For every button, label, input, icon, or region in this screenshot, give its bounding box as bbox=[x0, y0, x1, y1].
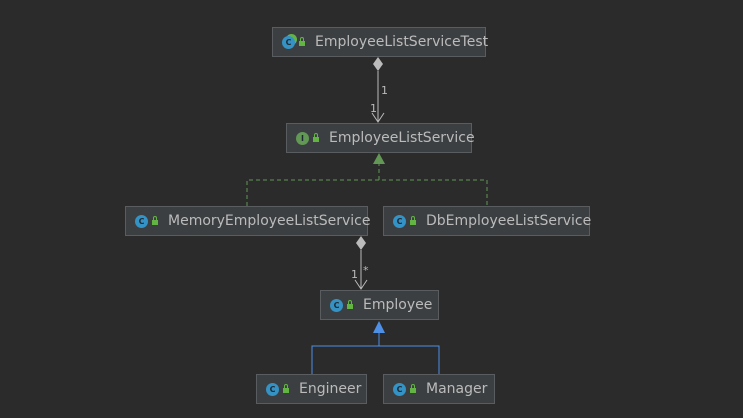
public-visibility-icon bbox=[313, 132, 319, 142]
arrowhead-employee bbox=[354, 279, 368, 290]
class-icon: C bbox=[266, 382, 279, 396]
public-visibility-icon bbox=[152, 215, 158, 225]
class-icon: C bbox=[330, 298, 343, 312]
multiplicity-employee-side: * bbox=[363, 264, 369, 277]
public-visibility-icon bbox=[410, 215, 416, 225]
public-visibility-icon bbox=[283, 383, 289, 393]
public-visibility-icon bbox=[299, 36, 305, 46]
multiplicity-test-side: 1 bbox=[381, 84, 388, 97]
class-icon: C bbox=[135, 214, 148, 228]
realization-arrowhead bbox=[373, 153, 385, 164]
class-node-label: Manager bbox=[426, 381, 488, 397]
public-visibility-icon bbox=[347, 299, 353, 309]
class-node-employee[interactable]: C Employee bbox=[320, 290, 439, 320]
inheritance-line bbox=[311, 345, 440, 374]
realization-line-memory bbox=[246, 179, 488, 206]
class-node-label: EmployeeListService bbox=[329, 130, 475, 146]
class-node-label: DbEmployeeListService bbox=[426, 213, 592, 229]
class-node-employee-list-service[interactable]: I EmployeeListService bbox=[286, 123, 475, 153]
class-icon: C bbox=[393, 382, 406, 396]
inheritance-arrowhead bbox=[373, 321, 385, 333]
class-node-engineer[interactable]: C Engineer bbox=[256, 374, 367, 404]
multiplicity-service-side: 1 bbox=[370, 102, 377, 115]
interface-icon: I bbox=[296, 131, 309, 145]
class-node-memory-employee-list-service[interactable]: C MemoryEmployeeListService bbox=[125, 206, 371, 236]
composition-diamond-test bbox=[373, 57, 383, 71]
multiplicity-memory-side: 1 bbox=[351, 268, 358, 281]
class-icon: C bbox=[282, 35, 295, 49]
class-node-db-employee-list-service[interactable]: C DbEmployeeListService bbox=[383, 206, 592, 236]
class-node-employee-list-service-test[interactable]: C EmployeeListServiceTest bbox=[272, 27, 489, 57]
class-node-manager[interactable]: C Manager bbox=[383, 374, 495, 404]
public-visibility-icon bbox=[410, 383, 416, 393]
class-node-label: EmployeeListServiceTest bbox=[315, 34, 489, 50]
class-node-label: Employee bbox=[363, 297, 433, 313]
class-node-label: MemoryEmployeeListService bbox=[168, 213, 371, 229]
class-icon: C bbox=[393, 214, 406, 228]
class-node-label: Engineer bbox=[299, 381, 362, 397]
arrowhead-service bbox=[371, 112, 385, 123]
composition-diamond-memory bbox=[356, 236, 366, 250]
